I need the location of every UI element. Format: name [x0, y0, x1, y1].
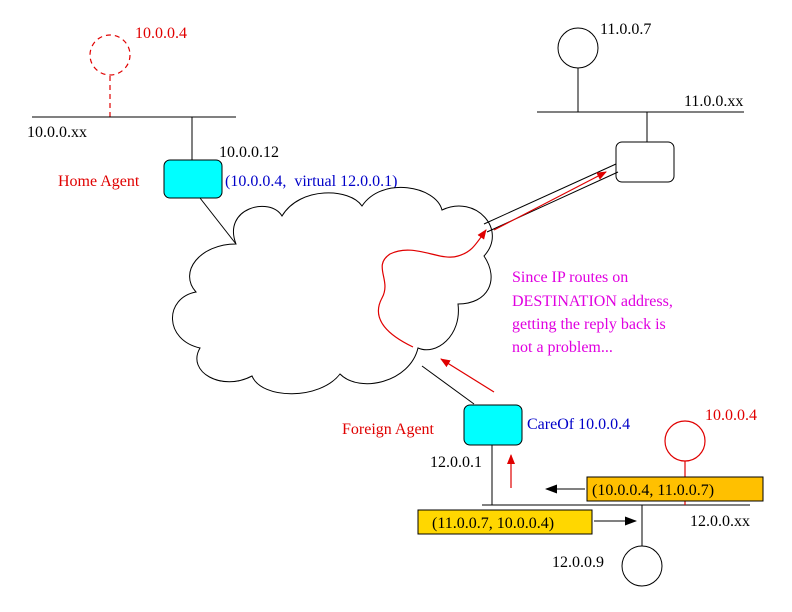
foreign-agent-label: Foreign Agent — [342, 421, 435, 438]
home-agent-router-icon — [163, 159, 223, 199]
home-agent-binding: (10.0.0.4, virtual 12.0.0.1) — [225, 173, 397, 190]
foreign-agent-to-cloud-link — [421, 365, 475, 405]
remote-network: 11.0.0.7 11.0.0.xx — [483, 21, 744, 233]
foreign-host-icon — [621, 545, 663, 587]
remote-lan-label: 11.0.0.xx — [684, 93, 743, 110]
home-agent-label: Home Agent — [58, 173, 140, 190]
reply-arrow-to-remote — [493, 171, 607, 231]
correspondent-host-label: 11.0.0.7 — [600, 21, 651, 38]
home-agent-address: 10.0.0.12 — [219, 144, 279, 161]
foreign-agent-router-icon — [463, 404, 523, 446]
home-agent-to-cloud-link — [199, 197, 237, 245]
reply-route-through-cloud — [377, 229, 487, 348]
home-network: 10.0.0.4 10.0.0.xx 10.0.0.12 Home Agent … — [27, 25, 397, 245]
foreign-agent-address: 12.0.0.1 — [430, 454, 482, 471]
remote-router-icon — [615, 141, 675, 183]
internet-cloud-icon — [172, 186, 493, 395]
remote-router-to-cloud-link — [483, 163, 617, 225]
reply-route — [377, 171, 607, 488]
reply-arrow-into-cloud — [440, 358, 495, 393]
mobile-host-icon — [664, 420, 706, 462]
packet-outgoing-label: (10.0.0.4, 11.0.0.7) — [592, 482, 714, 499]
careof-label: CareOf 10.0.0.4 — [527, 416, 630, 433]
mobile-host-label: 10.0.0.4 — [705, 407, 757, 424]
note-line-4: not a problem... — [512, 339, 613, 356]
correspondent-host-icon — [557, 27, 599, 69]
packet-outgoing-box — [586, 476, 764, 502]
packet-incoming-label: (11.0.0.7, 10.0.0.4) — [432, 515, 554, 532]
mobile-host-ghost-label: 10.0.0.4 — [135, 25, 187, 42]
note-line-3: getting the reply back is — [512, 316, 666, 333]
home-lan-label: 10.0.0.xx — [27, 124, 87, 141]
foreign-network: Foreign Agent CareOf 10.0.0.4 12.0.0.1 1… — [342, 365, 764, 587]
routing-note: Since IP routes on DESTINATION address, … — [512, 269, 673, 356]
note-line-1: Since IP routes on — [512, 269, 628, 286]
packet-incoming-box — [417, 509, 593, 535]
foreign-lan-label: 12.0.0.xx — [690, 513, 750, 530]
note-line-2: DESTINATION address, — [512, 293, 673, 310]
foreign-host-label: 12.0.0.9 — [552, 554, 604, 571]
mobile-host-ghost-icon — [89, 34, 131, 76]
